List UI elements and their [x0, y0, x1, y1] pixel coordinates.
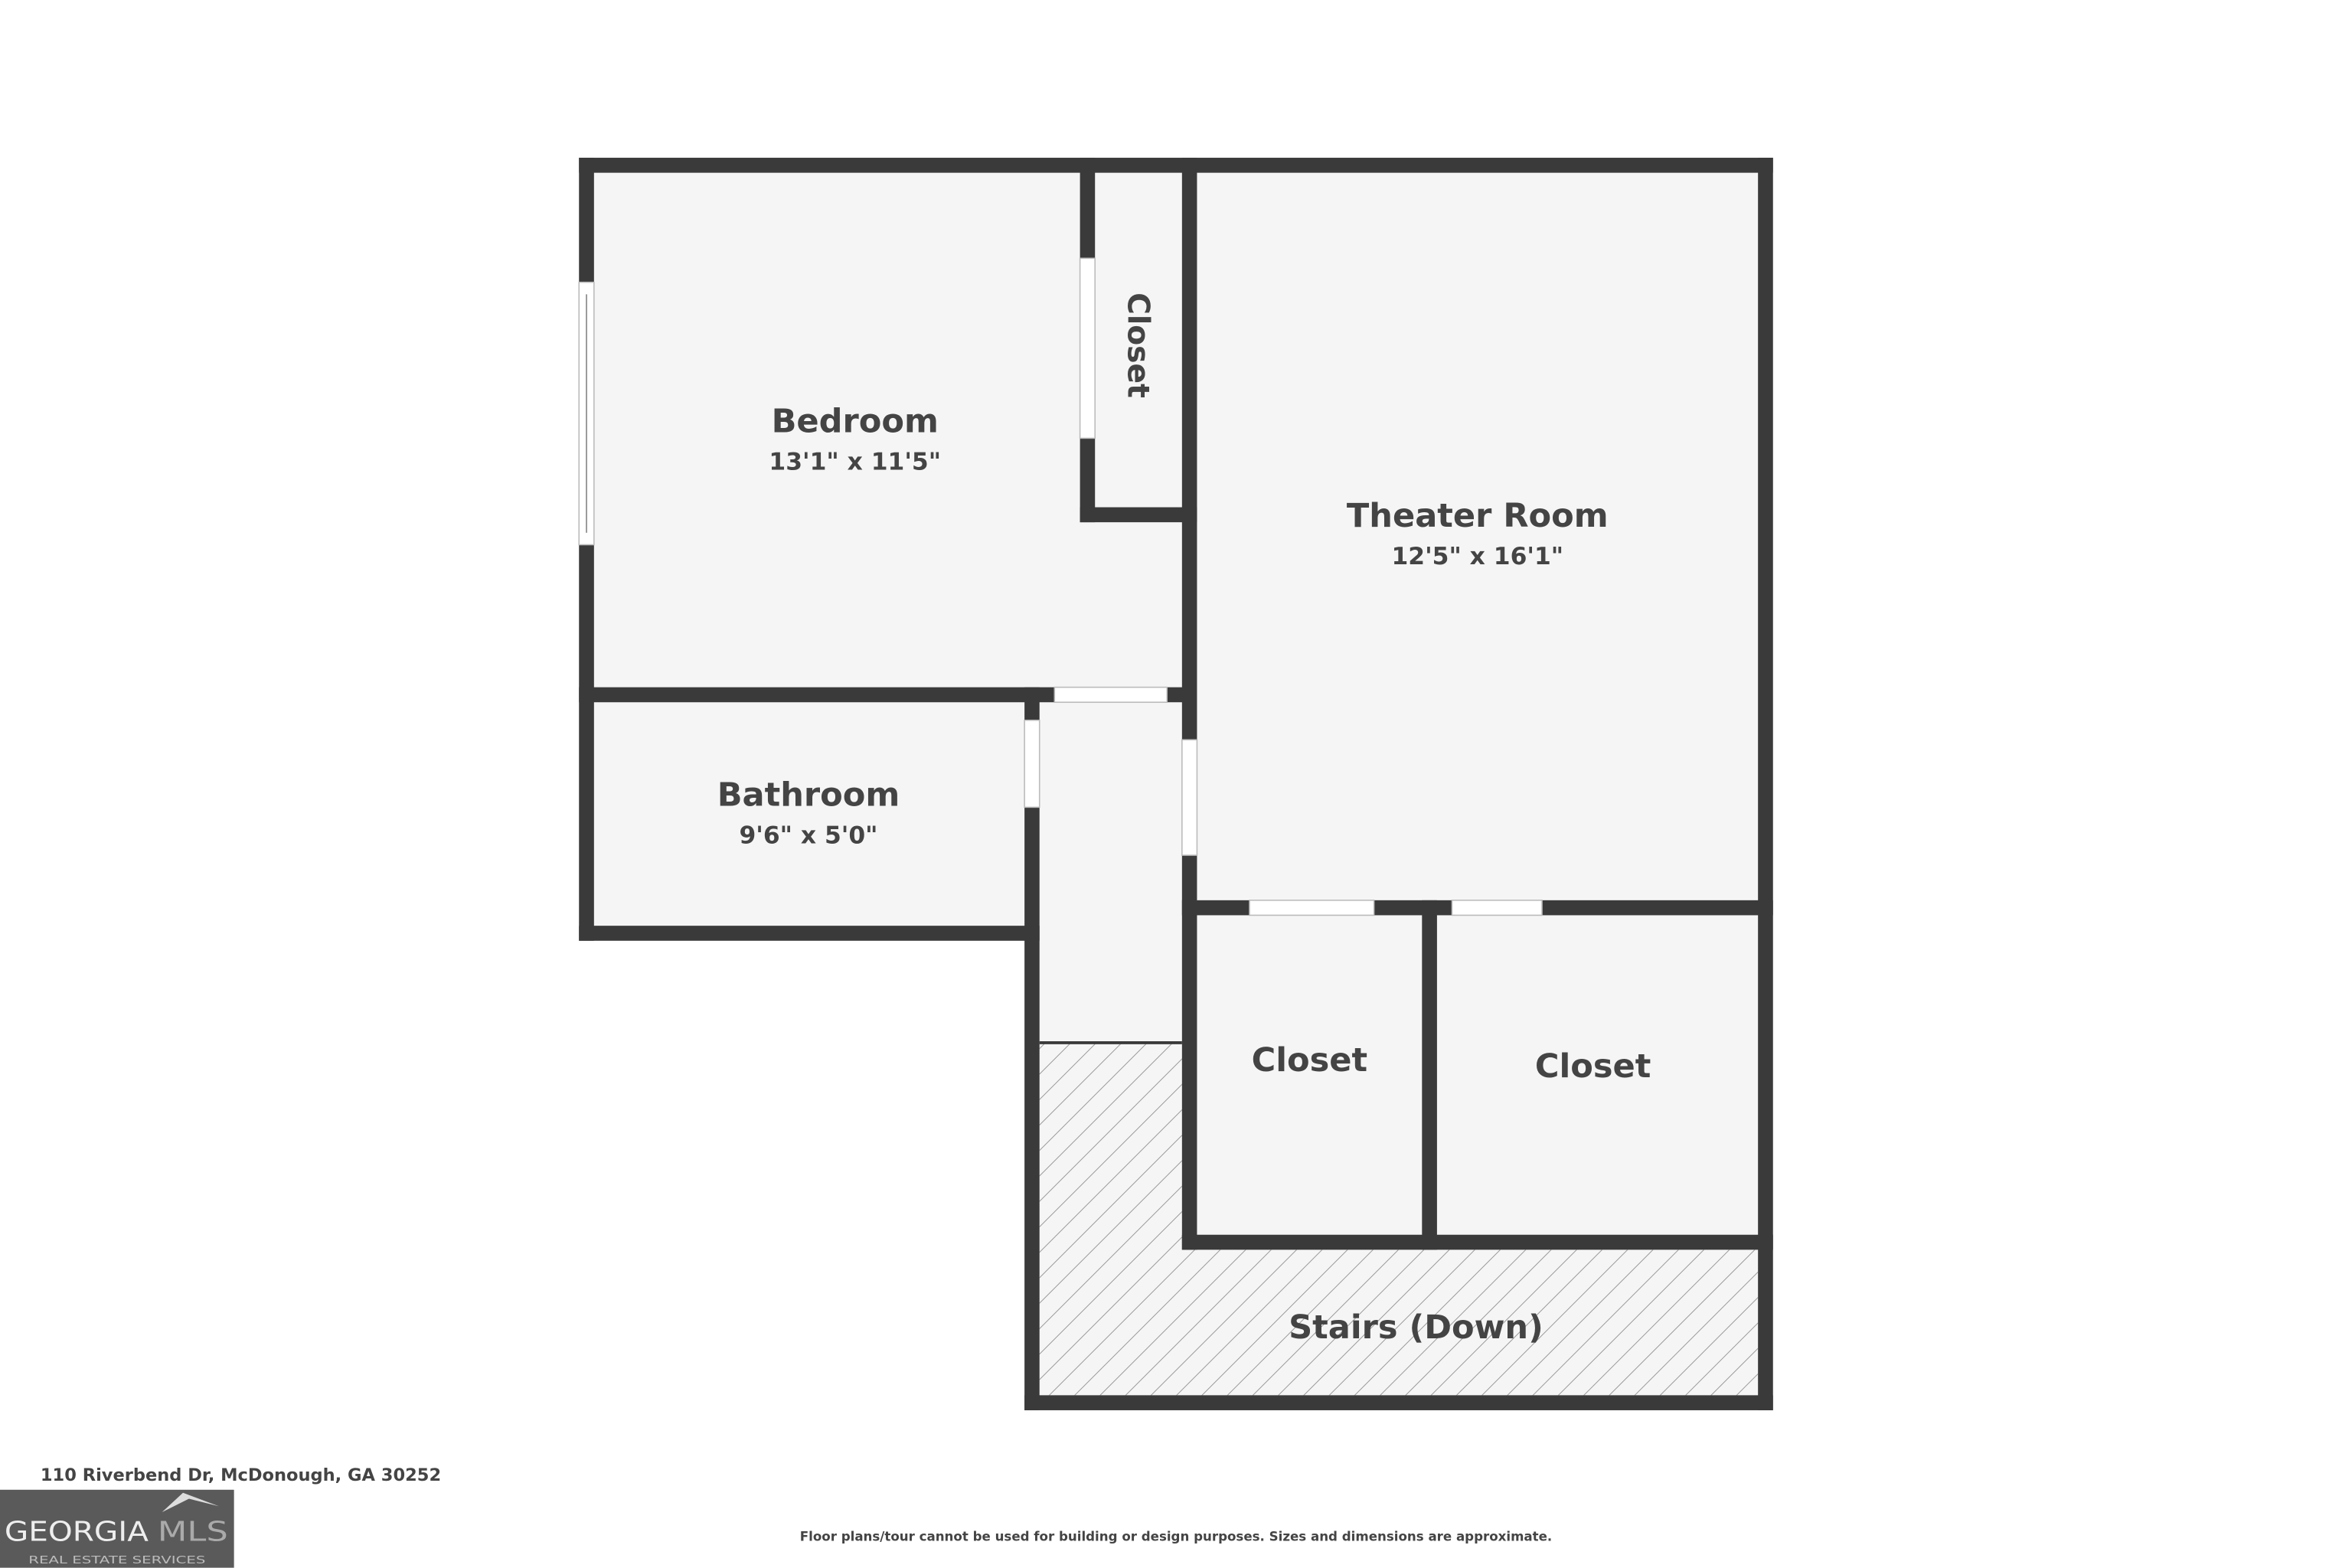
room-floors: [579, 158, 1773, 1410]
disclaimer: Floor plans/tour cannot be used for buil…: [800, 1529, 1552, 1544]
window: [578, 281, 595, 546]
address: 110 Riverbend Dr, McDonough, GA 30252: [41, 1465, 441, 1485]
stairs-label: Stairs (Down): [1289, 1308, 1544, 1347]
bedroom-door: [1054, 686, 1168, 704]
door-openings: [578, 257, 1543, 916]
closet-top-label: Closet: [1120, 292, 1155, 398]
bathroom-dims: 9'6" x 5'0": [739, 822, 877, 849]
closet-left-label: Closet: [1252, 1041, 1367, 1080]
theater-dims: 12'5" x 16'1": [1391, 543, 1563, 570]
georgia-mls-logo: GEORGIA MLS REAL ESTATE SERVICES: [0, 1489, 234, 1568]
theater-door: [1181, 739, 1198, 856]
bedroom-dims: 13'1" x 11'5": [769, 449, 941, 476]
closet-left-door: [1249, 900, 1375, 916]
svg-text:GEORGIA: GEORGIA: [5, 1516, 149, 1547]
bathroom-door: [1024, 719, 1040, 808]
stairs-hatch: [1039, 1042, 1759, 1396]
bedroom-label: Bedroom: [772, 403, 939, 441]
closet-door: [1079, 257, 1096, 439]
bathroom-label: Bathroom: [717, 776, 900, 814]
svg-text:REAL ESTATE SERVICES: REAL ESTATE SERVICES: [28, 1554, 205, 1566]
theater-label: Theater Room: [1347, 497, 1609, 535]
svg-text:MLS: MLS: [158, 1516, 228, 1547]
closet-right-label: Closet: [1535, 1047, 1651, 1086]
closet-right-door: [1451, 900, 1543, 916]
